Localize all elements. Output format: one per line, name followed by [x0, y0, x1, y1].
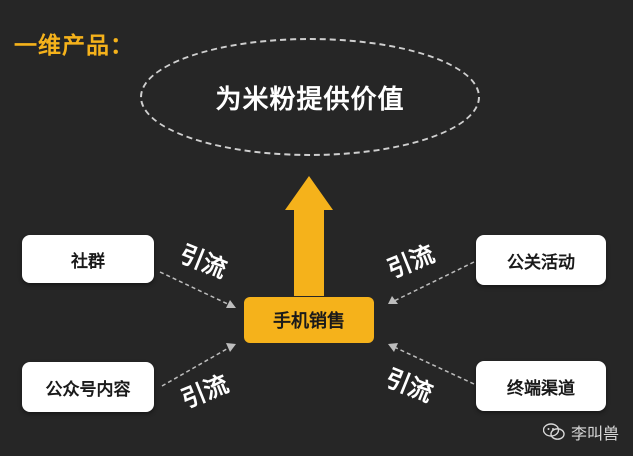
arrow-from-top-right: [391, 261, 475, 303]
center-box-phone-sales: 手机销售: [244, 297, 374, 343]
diagram-title: 一维产品：: [14, 33, 134, 59]
source-label: 公众号内容: [45, 379, 131, 400]
goal-text: 为米粉提供价值: [215, 84, 405, 115]
source-box-wechat-content: 公众号内容: [22, 362, 154, 412]
arrow-from-bottom-right: [391, 345, 475, 385]
arrow-from-top-left: [159, 271, 233, 307]
center-label: 手机销售: [273, 311, 345, 332]
watermark-text: 李叫兽: [570, 424, 619, 443]
source-box-pr-events: 公关活动: [476, 235, 606, 285]
up-arrow-icon: [285, 176, 333, 296]
source-box-retail-channels: 终端渠道: [476, 361, 606, 411]
wechat-icon: [542, 423, 565, 440]
watermark: 李叫兽: [542, 420, 619, 444]
source-label: 终端渠道: [507, 378, 575, 399]
source-box-community: 社群: [22, 235, 154, 283]
goal-ellipse: 为米粉提供价值: [140, 38, 480, 156]
source-label: 社群: [71, 251, 105, 272]
source-label: 公关活动: [507, 252, 575, 273]
